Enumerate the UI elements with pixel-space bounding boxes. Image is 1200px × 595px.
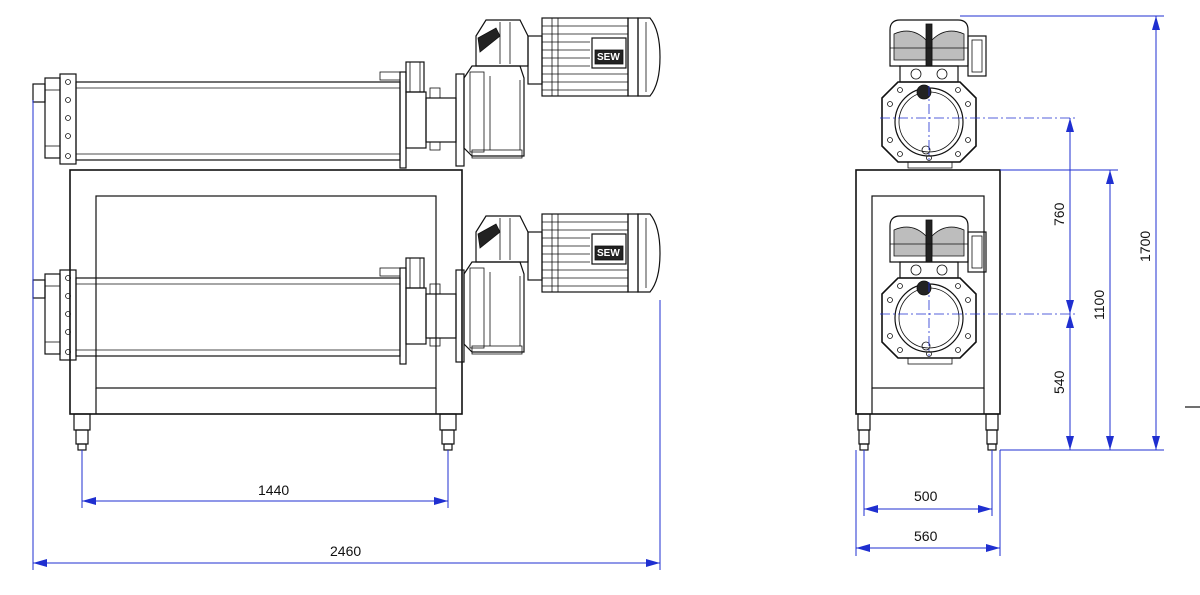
motor-brand-label-upper: SEW bbox=[597, 52, 620, 63]
dimension-label-760: 760 bbox=[1051, 202, 1067, 226]
dimension-label-500: 500 bbox=[914, 488, 938, 504]
lower-pump-unit bbox=[32, 213, 661, 365]
dimension-1100: 1100 bbox=[1091, 170, 1114, 450]
side-frame bbox=[855, 169, 1001, 451]
dimension-500: 500 bbox=[863, 450, 993, 516]
support-frame bbox=[69, 169, 463, 451]
upper-pump-unit bbox=[32, 17, 661, 169]
lower-motor-side bbox=[881, 215, 987, 365]
dimension-560: 560 bbox=[855, 450, 1001, 556]
dimension-1440: 1440 bbox=[81, 450, 449, 508]
dimension-label-560: 560 bbox=[914, 528, 938, 544]
dimension-540: 540 bbox=[1051, 314, 1074, 450]
dimension-label-1700: 1700 bbox=[1137, 231, 1153, 262]
side-view: 760 540 1100 1700 bbox=[855, 15, 1200, 556]
dimension-label-540: 540 bbox=[1051, 370, 1067, 394]
dimension-label-1440: 1440 bbox=[258, 482, 289, 498]
dimension-1700: 1700 bbox=[1137, 16, 1200, 450]
dimension-760: 760 bbox=[1051, 118, 1074, 314]
dimension-label-1100: 1100 bbox=[1091, 290, 1107, 320]
dimension-label-2460: 2460 bbox=[330, 543, 361, 559]
front-view: SEW SEW 1440 2460 bbox=[32, 17, 661, 570]
dimension-2460: 2460 bbox=[32, 100, 661, 570]
upper-motor-side bbox=[881, 19, 987, 169]
motor-brand-label-lower: SEW bbox=[597, 248, 620, 259]
